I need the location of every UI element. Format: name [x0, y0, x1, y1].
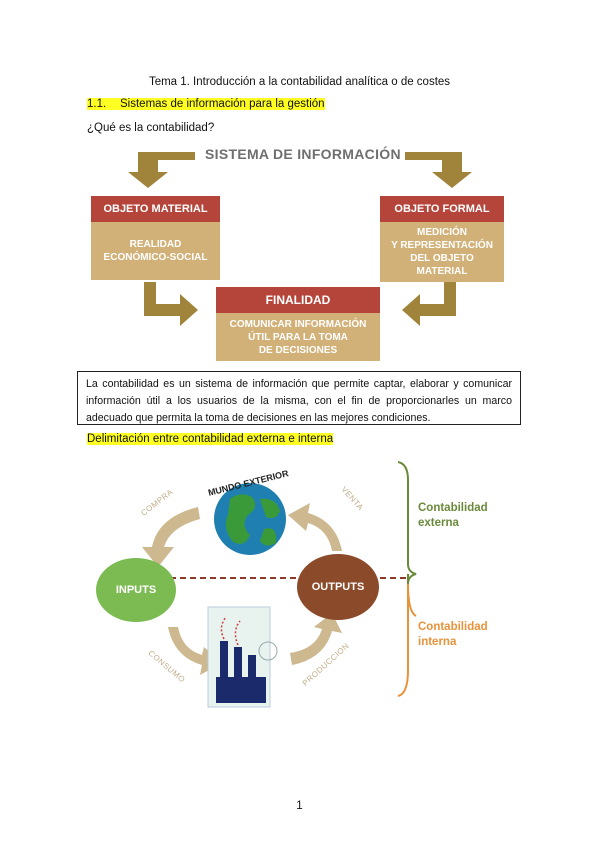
contabilidad-interna-label: Contabilidad interna	[418, 620, 488, 650]
arrow-right-icon	[144, 282, 198, 326]
arrow-left-icon	[402, 282, 456, 326]
section-title: Sistemas de información para la gestión	[120, 98, 325, 110]
objeto-formal-line2: Y REPRESENTACIÓN	[391, 240, 493, 251]
brace-interna-icon	[397, 583, 417, 697]
small-globe-icon	[258, 641, 278, 661]
objeto-formal-line4: MATERIAL	[416, 266, 468, 277]
arrow-down-left-icon	[128, 152, 195, 188]
page-number: 1	[296, 800, 303, 812]
definition-box: La contabilidad es un sistema de informa…	[77, 371, 521, 425]
section-number: 1.1.	[87, 98, 107, 110]
finalidad-line3: DE DECISIONES	[258, 344, 338, 356]
section-heading: 1.1. Sistemas de información para la gest…	[87, 98, 325, 110]
curved-arrow-venta-icon	[288, 503, 342, 551]
contabilidad-diagram	[142, 483, 408, 708]
factory-icon	[207, 606, 278, 708]
globe-icon	[214, 483, 286, 555]
objeto-material-line2: ECONÓMICO-SOCIAL	[103, 252, 208, 263]
objeto-material-head: OBJETO MATERIAL	[91, 196, 220, 222]
contabilidad-externa-label: Contabilidad externa	[418, 501, 488, 531]
interna-line1: Contabilidad	[418, 621, 488, 633]
delimitation-heading-text: Delimitación entre contabilidad externa …	[87, 433, 334, 445]
objeto-formal-line3: DEL OBJETO	[410, 253, 474, 264]
braces	[397, 461, 417, 697]
arrow-down-right-icon	[405, 152, 472, 188]
finalidad-body: COMUNICAR INFORMACIÓN ÚTIL PARA LA TOMA …	[216, 313, 380, 361]
inputs-label: INPUTS	[115, 584, 157, 596]
objeto-formal-body: MEDICIÓN Y REPRESENTACIÓN DEL OBJETO MAT…	[380, 222, 504, 282]
inputs-oval: INPUTS	[96, 558, 176, 622]
externa-line1: Contabilidad	[418, 502, 488, 514]
objeto-material-box: OBJETO MATERIAL REALIDAD ECONÓMICO-SOCIA…	[91, 196, 220, 280]
finalidad-box: FINALIDAD COMUNICAR INFORMACIÓN ÚTIL PAR…	[216, 287, 380, 361]
outputs-label: OUTPUTS	[311, 581, 365, 593]
curved-arrow-compra-icon	[142, 507, 200, 567]
outputs-oval: OUTPUTS	[297, 554, 379, 620]
externa-line2: externa	[418, 517, 459, 529]
objeto-material-body: REALIDAD ECONÓMICO-SOCIAL	[91, 222, 220, 280]
objeto-formal-box: OBJETO FORMAL MEDICIÓN Y REPRESENTACIÓN …	[380, 196, 504, 282]
brace-externa-icon	[397, 461, 417, 585]
sistema-title: SISTEMA DE INFORMACIÓN	[205, 146, 401, 162]
interna-line2: interna	[418, 636, 457, 648]
objeto-formal-line1: MEDICIÓN	[417, 227, 467, 238]
sistema-arrows	[128, 152, 472, 326]
question-text: ¿Qué es la contabilidad?	[87, 122, 215, 134]
finalidad-head: FINALIDAD	[216, 287, 380, 313]
delimitation-heading: Delimitación entre contabilidad externa …	[87, 433, 334, 445]
objeto-formal-head: OBJETO FORMAL	[380, 196, 504, 222]
page-header: Tema 1. Introducción a la contabilidad a…	[148, 76, 451, 88]
objeto-material-line1: REALIDAD	[129, 239, 182, 250]
finalidad-line1: COMUNICAR INFORMACIÓN	[229, 318, 367, 330]
finalidad-line2: ÚTIL PARA LA TOMA	[248, 331, 348, 343]
curved-arrow-produccion-icon	[290, 613, 342, 665]
